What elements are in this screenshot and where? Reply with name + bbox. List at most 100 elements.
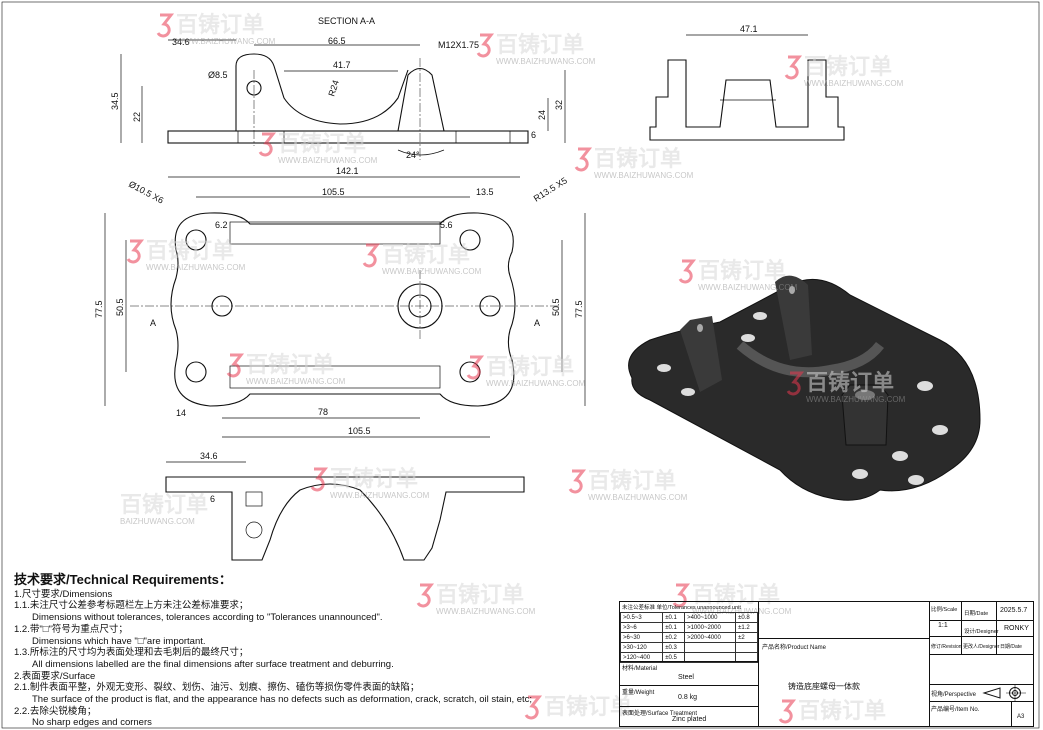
dim-hole-10-5: Ø10.5 X6 — [127, 179, 165, 206]
date-label: 日期/Date — [964, 611, 989, 617]
dim-41-7: 41.7 — [333, 60, 351, 70]
title-block: 未注公差标准 单位/Tolerances unannounced unit >0… — [619, 601, 1034, 727]
rev-date-label: 日期/Date — [1000, 644, 1022, 650]
dim-14: 14 — [176, 408, 186, 418]
watermark-brand-7: 百铸订单 — [382, 242, 470, 267]
watermark-brand-2: 百铸订单 — [496, 32, 584, 57]
watermark-url-13: WWW.BAIZHUWANG.COM — [588, 493, 688, 502]
req-line: The surface of the product is flat, and … — [32, 694, 533, 706]
designer-label: 设计/Designer — [964, 629, 999, 635]
watermark-url-11: WWW.BAIZHUWANG.COM — [806, 395, 906, 404]
req-line: No sharp edges and corners — [32, 717, 152, 729]
watermark-url-14: BAIZHUWANG.COM — [120, 517, 195, 526]
material-label: 材料/Material — [622, 666, 658, 672]
watermark-url-15: WWW.BAIZHUWANG.COM — [436, 607, 536, 616]
watermark-brand-14: 百铸订单 — [120, 492, 208, 517]
surface-label: 表面处理/Surface Treatment — [622, 711, 698, 717]
dim-34-6: 34.6 — [172, 37, 190, 47]
dim-6-bottom: 6 — [210, 494, 215, 504]
dim-5-6: 5.6 — [440, 220, 453, 230]
date-value: 2025.5.7 — [1000, 607, 1028, 614]
dim-32: 32 — [554, 100, 564, 110]
watermark-url-3: WWW.BAIZHUWANG.COM — [804, 79, 904, 88]
watermark-url-6: WWW.BAIZHUWANG.COM — [146, 263, 246, 272]
dim-34-6-bottom: 34.6 — [200, 451, 218, 461]
watermark-brand-12: 百铸订单 — [330, 466, 418, 491]
req-line: 2.表面要求/Surface — [14, 670, 96, 682]
req-line: 1.2.带"□"符号为重点尺寸； — [14, 623, 128, 635]
req-line: 1.3.所标注的尺寸均为表面处理和去毛刺后的最终尺寸； — [14, 647, 249, 659]
weight-value: 0.8 kg — [678, 694, 698, 701]
req-line: 1.1.未注尺寸公差参考标题栏左上方未注公差标准要求； — [14, 600, 249, 612]
surface-value: Zinc plated — [672, 716, 707, 723]
dim-142-1: 142.1 — [336, 166, 359, 176]
projection-symbol-icon — [982, 685, 1026, 701]
dim-r13-5: R13.5 X5 — [532, 175, 569, 203]
dim-13-5: 13.5 — [476, 187, 494, 197]
dim-77-5-right: 77.5 — [574, 300, 584, 318]
watermark-brand-9: 百铸订单 — [246, 352, 334, 377]
designer-value: RONKY — [1004, 625, 1029, 632]
watermark-url-7: WWW.BAIZHUWANG.COM — [382, 267, 482, 276]
tolerance-header: 未注公差标准 单位/Tolerances unannounced unit — [622, 605, 741, 611]
watermark-brand-5: 百铸订单 — [594, 146, 682, 171]
dim-50-5-right: 50.5 — [551, 298, 561, 316]
watermark-url-16: WWW.BAIZHUWANG.COM — [692, 607, 792, 616]
part-3d-render — [628, 275, 981, 501]
plate-outline — [170, 212, 516, 407]
watermarks: 百铸订单 WWW.BAIZHUWANG.COM 百铸订单 WWW.BAIZHUW… — [120, 12, 906, 724]
watermark-brand-3: 百铸订单 — [804, 54, 892, 79]
watermark-brand-16: 百铸订单 — [692, 582, 780, 607]
watermark-brand-11: 百铸订单 — [806, 370, 894, 395]
side-view-top: 47.1 — [649, 24, 845, 141]
watermark-brand-6: 百铸订单 — [146, 238, 234, 263]
watermark-url-5: WWW.BAIZHUWANG.COM — [594, 171, 694, 180]
section-mark-right: A — [534, 318, 540, 328]
dim-6: 6 — [531, 130, 536, 140]
watermark-brand-13: 百铸订单 — [588, 468, 676, 493]
product-name-label: 产品名称/Product Name — [762, 645, 827, 651]
watermark-brand-8: 百铸订单 — [698, 258, 786, 283]
dim-105-5-top: 105.5 — [322, 187, 345, 197]
watermark-brand-18: 百铸订单 — [798, 698, 886, 723]
revision-label: 修订/Revision — [931, 644, 962, 650]
watermark-url-9: WWW.BAIZHUWANG.COM — [246, 377, 346, 386]
dim-22: 22 — [132, 112, 142, 122]
product-name: 铸造底座螺母一体款 — [788, 682, 860, 691]
tolerance-table: >0.5~3±0.1>400~1000±0.8 >3~6±0.1>1000~20… — [619, 612, 758, 663]
watermark-url-2: WWW.BAIZHUWANG.COM — [496, 57, 596, 66]
dim-77-5-left: 77.5 — [94, 300, 104, 318]
watermark-brand-17: 百铸订单 — [544, 694, 632, 719]
sheet-size: A3 — [1017, 714, 1025, 720]
section-title: SECTION A-A — [318, 16, 375, 26]
dim-47-1: 47.1 — [740, 24, 758, 34]
watermark-url-12: WWW.BAIZHUWANG.COM — [330, 491, 430, 500]
weight-label: 重量/Weight — [622, 690, 655, 696]
technical-requirements: 技术要求/Technical Requirements： 1.尺寸要求/Dime… — [14, 573, 614, 729]
section-view: SECTION A-A 34.6 66.5 M12X1.75 41.7 Ø8.5… — [110, 16, 566, 160]
watermark-url-1: WWW.BAIZHUWANG.COM — [176, 37, 276, 46]
watermark-brand-10: 百铸订单 — [486, 354, 574, 379]
req-line: 2.2.去除尖锐棱角； — [14, 705, 97, 717]
dim-hole-8-5: Ø8.5 — [208, 70, 228, 80]
dim-50-5-left: 50.5 — [115, 298, 125, 316]
req-line: 1.尺寸要求/Dimensions — [14, 588, 113, 600]
scale-label: 比例/Scale — [931, 607, 958, 613]
req-line: All dimensions labelled are the final di… — [32, 658, 394, 670]
dim-6-2: 6.2 — [215, 220, 228, 230]
watermark-brand-15: 百铸订单 — [436, 582, 524, 607]
dim-34-5: 34.5 — [110, 92, 120, 110]
section-mark-left: A — [150, 318, 156, 328]
req-line: Dimensions without tolerances, tolerance… — [32, 612, 383, 624]
item-no-label: 产品编号/Item No. — [931, 707, 980, 713]
watermark-url-10: WWW.BAIZHUWANG.COM — [486, 379, 586, 388]
plan-view: 142.1 105.5 13.5 Ø10.5 X6 R13.5 X5 6.2 5… — [94, 166, 586, 438]
dim-105-5-bottom: 105.5 — [348, 426, 371, 436]
dim-m12: M12X1.75 — [438, 40, 479, 50]
req-line: 2.1.制件表面平整，外观无变形、裂纹、划伤、油污、划痕、擦伤、磕伤等损伤零件表… — [14, 682, 420, 694]
perspective-label: 视角/Perspective — [931, 692, 977, 698]
watermark-url-8: WWW.BAIZHUWANG.COM — [698, 283, 798, 292]
material-value: Steel — [678, 674, 694, 681]
scale-value: 1:1 — [938, 622, 948, 629]
